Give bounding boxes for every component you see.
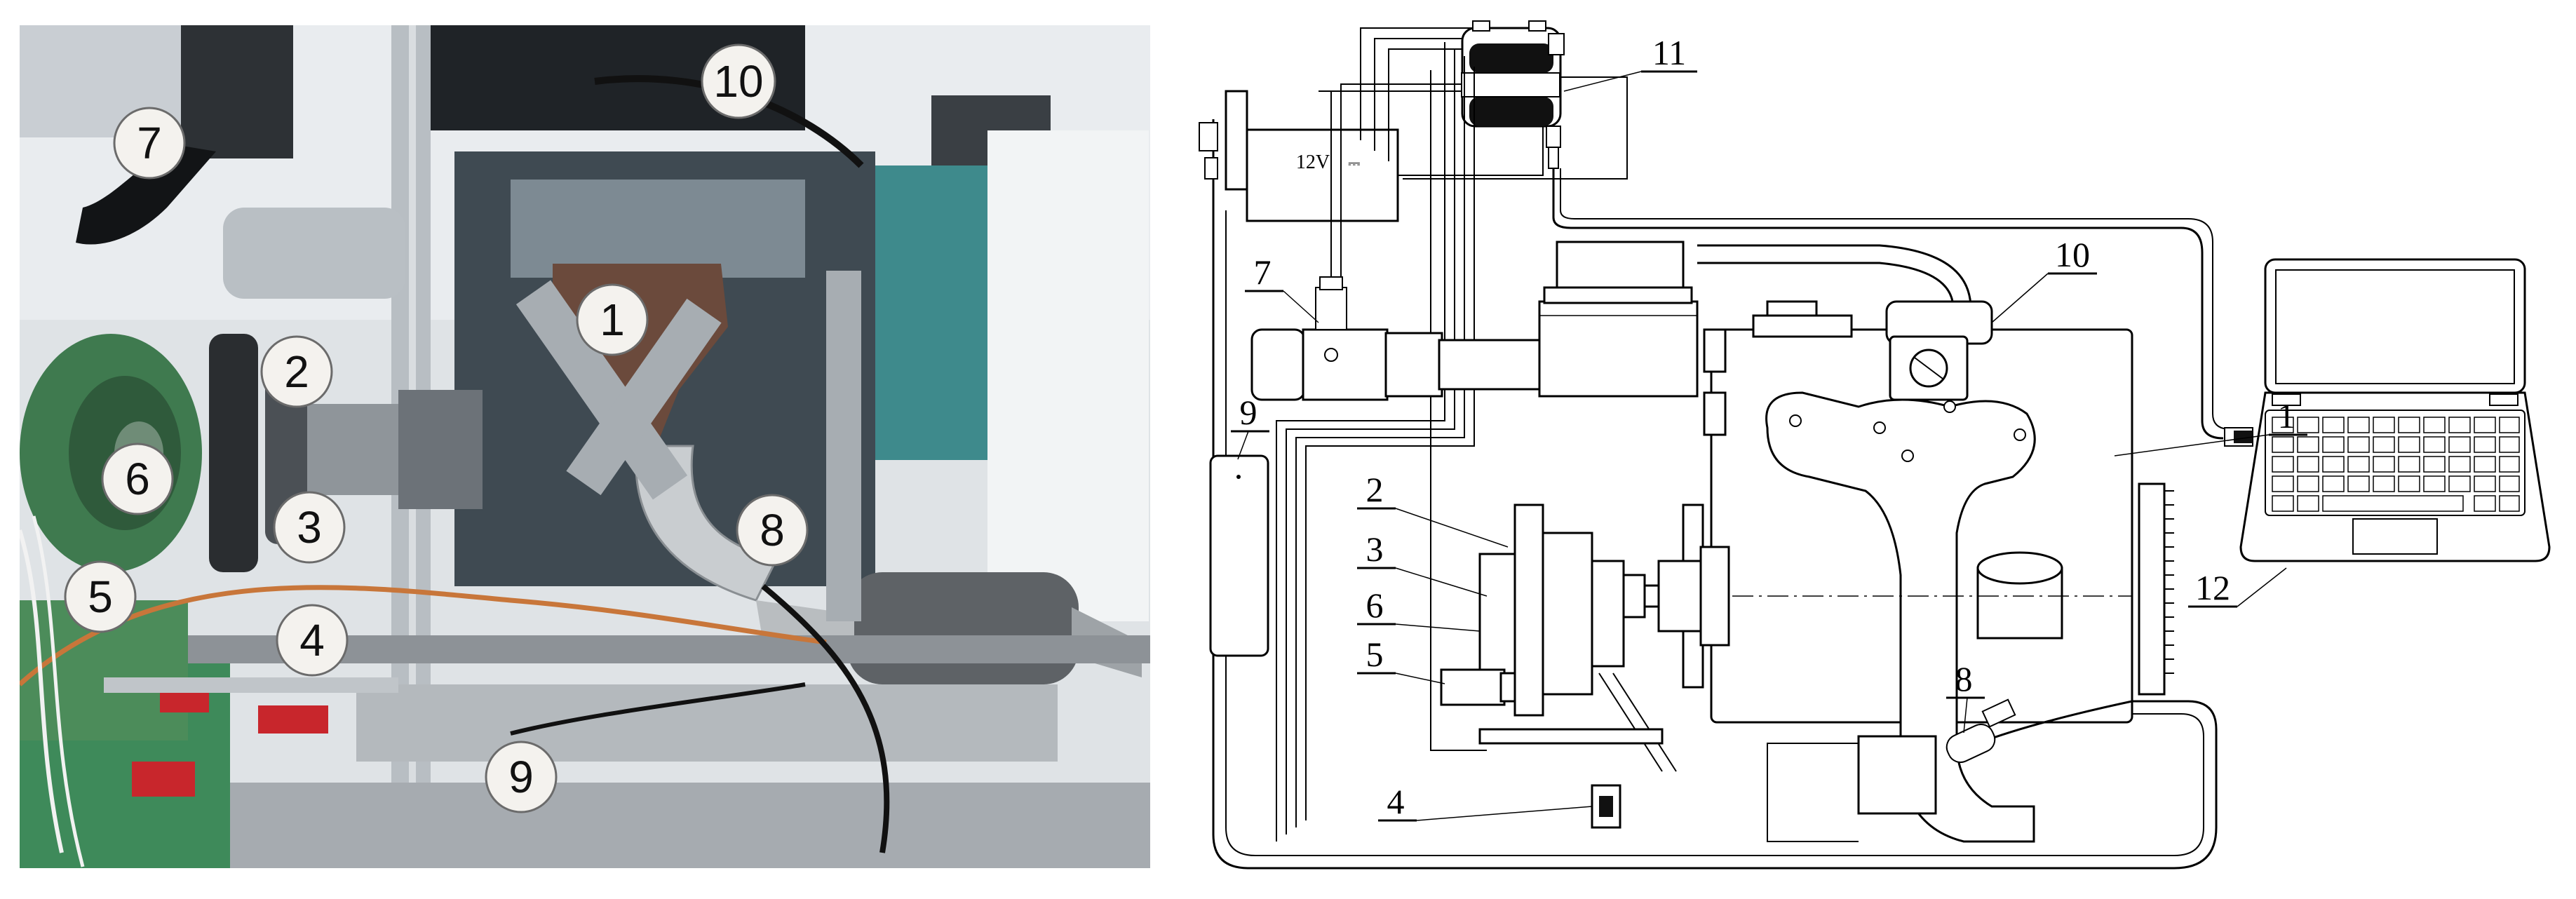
scheme-label-3: 3 — [1357, 529, 1488, 597]
svg-text:6: 6 — [1366, 586, 1384, 625]
scheme-label-10: 10 — [1991, 235, 2097, 323]
svg-text:8: 8 — [1955, 659, 1973, 698]
svg-text:7: 7 — [1254, 252, 1272, 292]
scheme-label-2: 2 — [1357, 470, 1509, 548]
svg-text:9: 9 — [1240, 393, 1257, 432]
photo-callout-3: 3 — [273, 491, 346, 564]
svg-text:9: 9 — [508, 752, 534, 802]
lambda-probe-8 — [1946, 698, 2016, 763]
scheme-label-11: 11 — [1563, 33, 1697, 92]
photo-callout-1: 1 — [576, 283, 649, 356]
scheme-label-9: 9 — [1231, 393, 1269, 460]
svg-text:10: 10 — [2055, 235, 2090, 274]
test-bench-photo: 1 2 3 4 5 6 7 8 9 10 — [20, 25, 1150, 868]
supply-voltage-label: 12V — [1296, 151, 1330, 173]
photo-callout-5: 5 — [64, 560, 137, 633]
photo-callout-7: 7 — [113, 107, 186, 180]
scheme-label-7: 7 — [1245, 252, 1319, 323]
svg-text:11: 11 — [1652, 33, 1686, 72]
svg-text:3: 3 — [297, 502, 322, 553]
power-supply-12v — [1246, 128, 1399, 222]
scheme-label-8: 8 — [1946, 659, 1985, 734]
svg-text:1: 1 — [2278, 396, 2295, 435]
svg-text:6: 6 — [125, 454, 150, 504]
scheme-label-1: 1 — [2114, 396, 2307, 457]
scheme-label-5: 5 — [1357, 635, 1445, 684]
photo-callout-2: 2 — [260, 335, 333, 408]
dc-symbol: ⎓ — [1348, 154, 1361, 172]
svg-text:2: 2 — [284, 346, 309, 397]
engine-1 — [1682, 300, 2174, 843]
svg-text:5: 5 — [1366, 635, 1384, 674]
svg-text:10: 10 — [713, 56, 763, 107]
ecu-9 — [1209, 454, 1269, 657]
svg-text:8: 8 — [760, 505, 785, 555]
laptop-12 — [2239, 258, 2551, 562]
photo-callout-6: 6 — [101, 442, 174, 515]
photo-callout-10: 10 — [701, 43, 776, 119]
daq-module-11 — [1461, 20, 1565, 169]
svg-text:2: 2 — [1366, 470, 1384, 509]
scheme-label-6: 6 — [1357, 586, 1481, 632]
svg-text:12: 12 — [2195, 568, 2230, 607]
dyno-brake-assembly — [1440, 503, 1937, 842]
air-flow-meter-7 — [1250, 276, 1546, 401]
photo-illustration: 1 2 3 4 5 6 7 8 9 10 — [20, 25, 1150, 868]
scheme-label-4: 4 — [1378, 782, 1593, 822]
svg-text:4: 4 — [299, 615, 325, 665]
svg-text:5: 5 — [88, 572, 113, 622]
svg-text:7: 7 — [137, 118, 162, 168]
svg-text:3: 3 — [1366, 529, 1384, 569]
svg-text:4: 4 — [1387, 782, 1405, 821]
photo-callout-8: 8 — [736, 494, 809, 567]
scheme-label-12: 12 — [2188, 567, 2287, 608]
photo-callout-9: 9 — [485, 741, 558, 813]
schematic-drawing: 12V ⎓ — [1199, 20, 2551, 870]
schematic-diagram: 12V ⎓ — [1150, 0, 2576, 895]
svg-text:1: 1 — [600, 295, 625, 345]
photo-callout-4: 4 — [276, 604, 349, 677]
